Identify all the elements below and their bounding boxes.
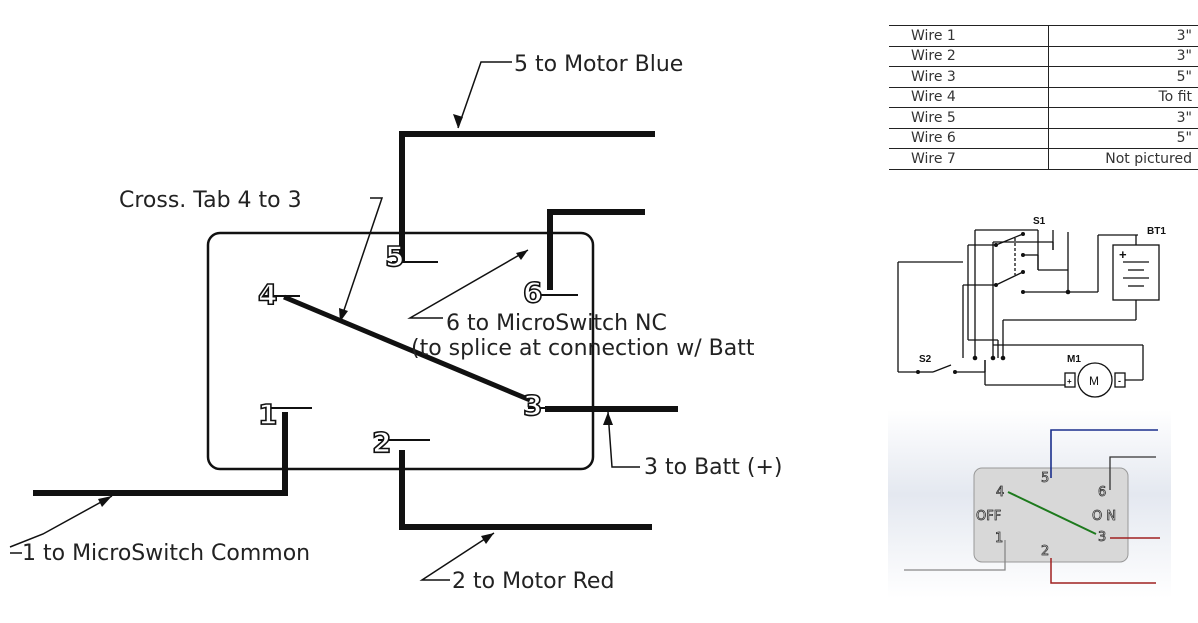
schematic-s1-label: S1: [1033, 216, 1046, 227]
wire-name-cell: Wire 2: [889, 45, 1050, 67]
model-pin-1: 1: [995, 531, 1003, 546]
label-wire-3: 3 to Batt (+): [644, 455, 783, 480]
wire-length-cell: 5": [1048, 66, 1198, 88]
wire-length-cell: To fit: [1048, 86, 1198, 108]
jumper-4-to-3: [283, 294, 531, 403]
model-pin-5: 5: [1041, 471, 1049, 486]
wire-name-cell: Wire 4: [889, 86, 1050, 108]
label-wire-6-line2: (to splice at connection w/ Batt: [411, 336, 755, 361]
model-pin-4: 4: [996, 485, 1004, 500]
wire-name-cell: Wire 6: [889, 127, 1050, 149]
wire-length-cell: 3": [1048, 107, 1198, 129]
wire-name-cell: Wire 3: [889, 66, 1050, 88]
circuit-schematic: S1 BT1 S2 M1 M + + -: [897, 216, 1166, 398]
label-wire-1: 1 to MicroSwitch Common: [22, 541, 310, 566]
schematic-motor-plus: +: [1067, 377, 1072, 386]
model-pin-2: 2: [1041, 544, 1049, 559]
label-wire-5: 5 to Motor Blue: [514, 52, 683, 77]
pin-1-label: 1: [258, 398, 277, 431]
model-off-label: OFF: [976, 509, 1001, 524]
wire-name-cell: Wire 7: [889, 148, 1050, 170]
label-wire-6-line1: 6 to MicroSwitch NC: [446, 311, 667, 336]
model-wire-6: [1109, 456, 1156, 490]
wire-5: [399, 131, 655, 262]
pin-2-label: 2: [372, 426, 391, 459]
pin-6-label: 6: [523, 276, 542, 309]
wire-name-cell: Wire 5: [889, 107, 1050, 129]
pin-4-label: 4: [258, 278, 277, 311]
model-jumper: [1007, 491, 1097, 535]
wire-length-cell: 5": [1048, 127, 1198, 149]
schematic-bt1-label: BT1: [1147, 226, 1166, 237]
wire-2: [399, 450, 652, 530]
switch-model-view: 4 5 6 1 2 3 OFF O N: [888, 410, 1171, 598]
model-pin-3: 3: [1098, 530, 1106, 545]
schematic-motor-label: M: [1089, 374, 1099, 388]
wire-length-cell: Not pictured: [1048, 148, 1198, 170]
model-wire-2: [1050, 558, 1156, 584]
wire-name-cell: Wire 1: [889, 25, 1050, 47]
wire-length-cell: 3": [1048, 45, 1198, 67]
label-wire-2: 2 to Motor Red: [452, 569, 614, 594]
pin-5-label: 5: [385, 240, 404, 273]
label-cross-tab: Cross. Tab 4 to 3: [119, 188, 302, 213]
pin-3-label: 3: [523, 389, 542, 422]
schematic-m1-label: M1: [1067, 354, 1081, 365]
wire-1: [33, 412, 288, 496]
wire-6: [547, 209, 645, 290]
schematic-motor-minus: -: [1118, 376, 1121, 386]
model-wire-5: [1050, 429, 1158, 478]
main-wiring-diagram: 1 2 3 4 5 6 5 to Motor Blue Cross. Tab 4…: [9, 52, 783, 594]
model-pin-6: 6: [1098, 485, 1106, 500]
schematic-battery-plus: +: [1119, 247, 1127, 262]
schematic-s2-label: S2: [919, 354, 932, 365]
model-wire-1: [904, 540, 1006, 571]
model-on-label: O N: [1092, 509, 1116, 524]
wire-length-cell: 3": [1048, 25, 1198, 47]
